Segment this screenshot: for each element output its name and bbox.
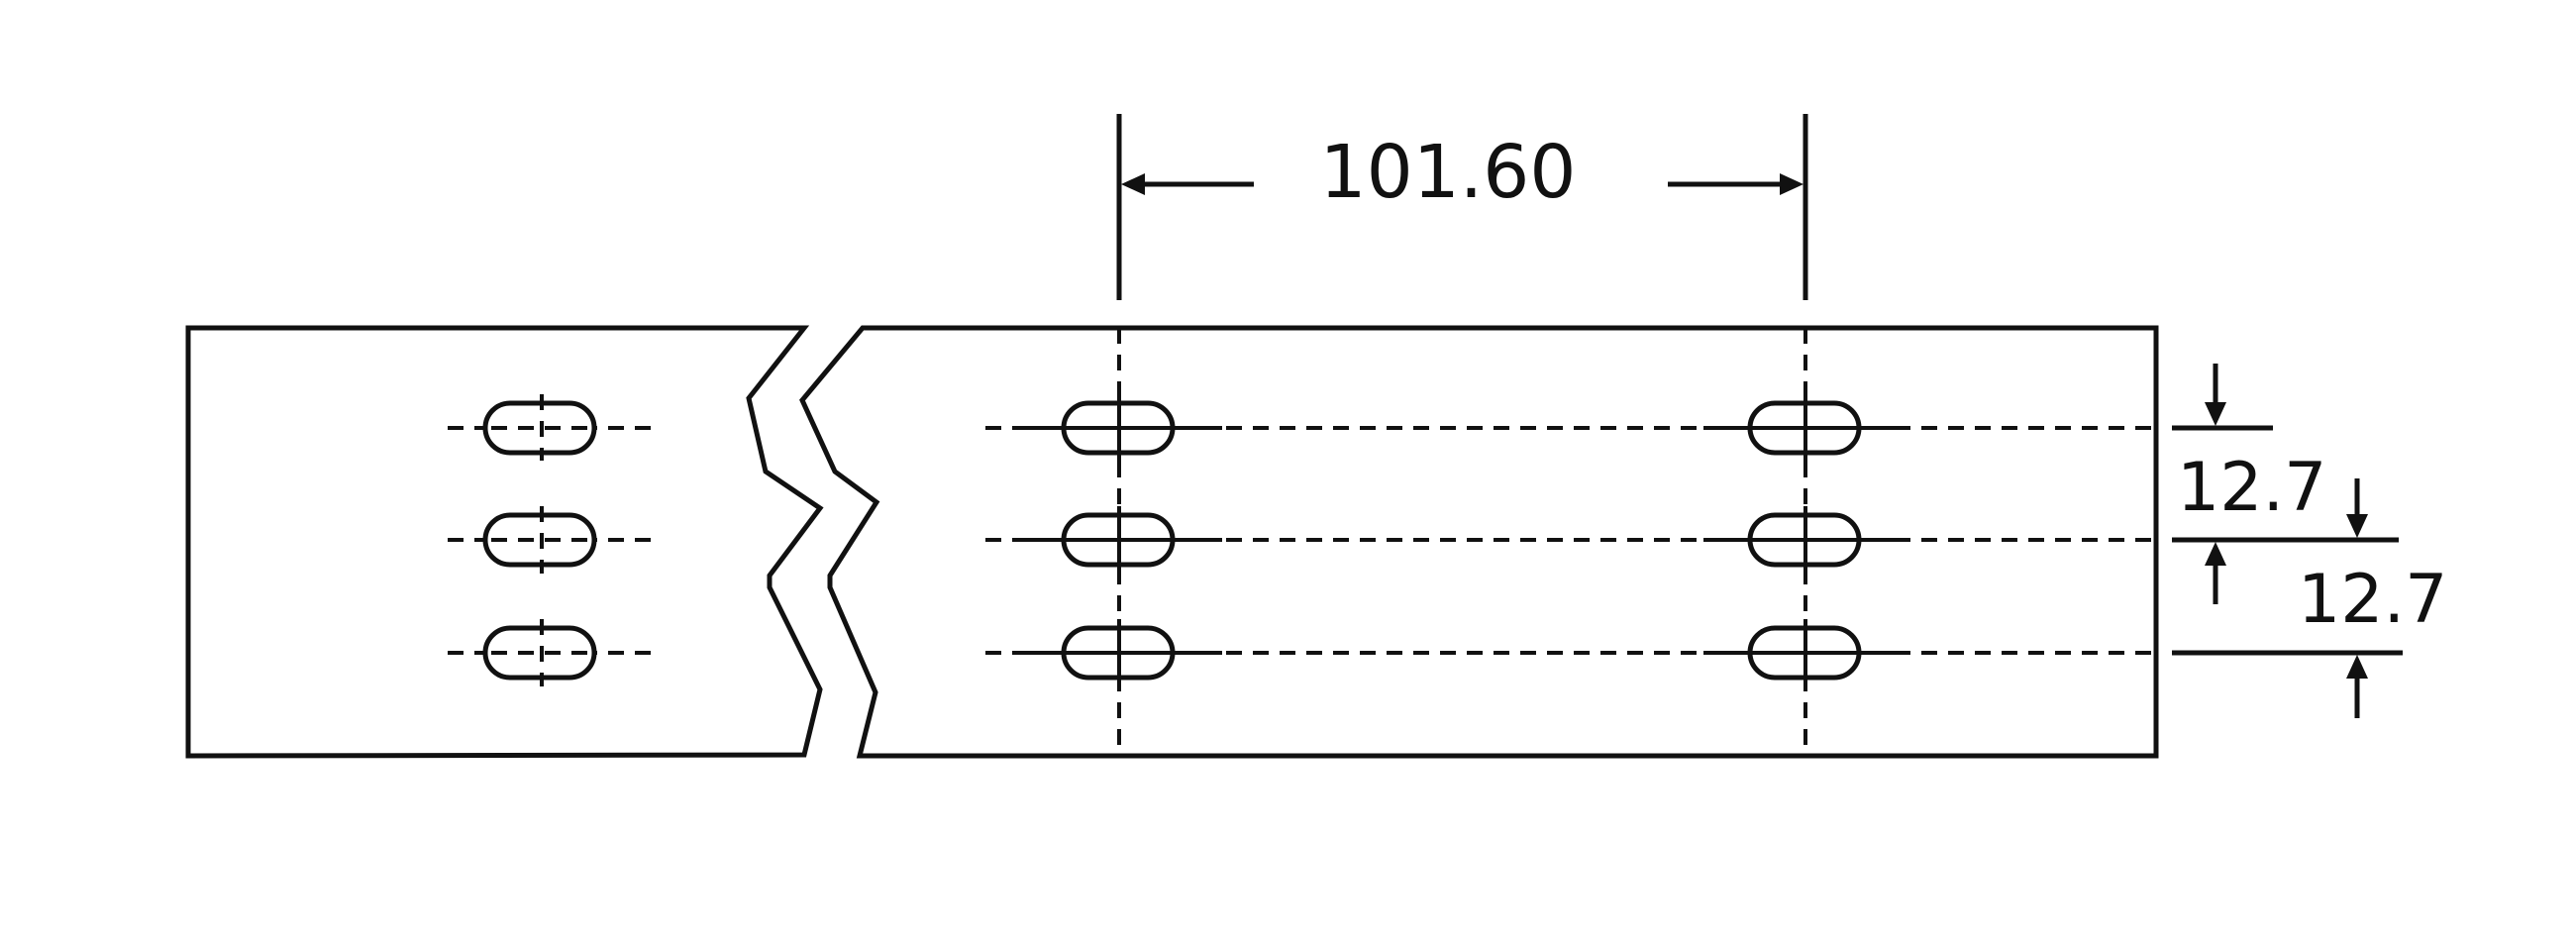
dim2-arrow-head-bottom [2346, 655, 2368, 679]
hole-column-2 [1703, 394, 1909, 686]
dim2-arrow-head-top [2346, 514, 2368, 538]
dim1-arrow-head-bottom [2205, 542, 2226, 566]
dimension-label-vertical-1: 12.7 [2177, 449, 2326, 527]
left-strip-fragment [185, 325, 824, 759]
dimension-label-horizontal: 101.60 [1320, 130, 1577, 215]
horizontal-dimension: 101.60 [1116, 114, 1808, 300]
arrow-head-right [1780, 173, 1803, 195]
dim1-arrow-head-top [2205, 402, 2226, 426]
arrow-head-left [1121, 173, 1145, 195]
right-strip-body [799, 325, 2159, 759]
vertical-dimensions: 12.7 12.7 [2172, 364, 2447, 718]
dimension-label-vertical-2: 12.7 [2298, 561, 2447, 639]
hole-column-1 [1016, 394, 1222, 686]
left-hole-column [448, 394, 652, 686]
